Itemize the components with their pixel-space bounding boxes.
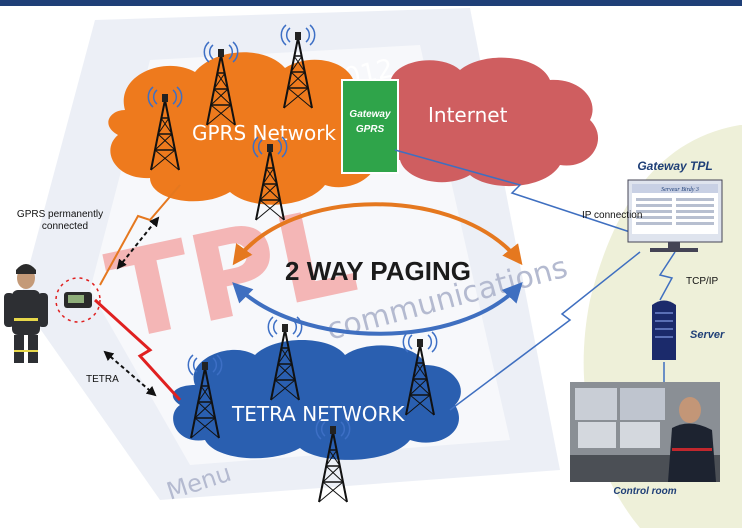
gateway-screen-title: Serveur Birdy 3: [661, 187, 699, 193]
gateway-tpl-computer: [627, 179, 723, 252]
internet-ip-link: [394, 149, 631, 233]
gprs-network-label: GPRS Network: [192, 121, 336, 145]
gateway-tpl-title: Gateway TPL: [637, 159, 712, 173]
top-bar: [0, 0, 742, 6]
gateway-gprs-box: Gateway GPRS: [341, 79, 399, 174]
gateway-gprs-line2: GPRS: [356, 124, 385, 135]
server-label: Server: [690, 329, 725, 341]
tetra-ip-link: [449, 251, 641, 411]
tetra-label: TETRA: [86, 374, 119, 385]
tcpip-label: TCP/IP: [686, 276, 719, 287]
firefighter-figure: [4, 264, 48, 363]
control-room-photo: [570, 382, 720, 482]
paging-arc-orange: [232, 202, 523, 266]
internet-cloud: Internet: [376, 57, 599, 187]
control-room-label: Control room: [613, 486, 676, 497]
internet-label: Internet: [428, 103, 508, 127]
ip-connection-label: IP connection: [582, 210, 642, 221]
paging-arc-blue: [232, 282, 523, 336]
pager-device-icon: [55, 277, 101, 323]
tetra-network-cloud: TETRA NETWORK: [172, 340, 461, 460]
two-way-paging-label: 2 WAY PAGING: [285, 256, 471, 286]
gprs-permanently-label: GPRS permanently: [17, 209, 103, 220]
server-icon: [652, 300, 676, 360]
gprs-dashed-arrow: [116, 216, 160, 270]
tcpip-link: [658, 251, 676, 301]
gprs-connected-label: connected: [42, 221, 88, 232]
gateway-gprs-line1: Gateway: [349, 109, 391, 120]
tetra-dashed-arrow: [103, 350, 157, 397]
